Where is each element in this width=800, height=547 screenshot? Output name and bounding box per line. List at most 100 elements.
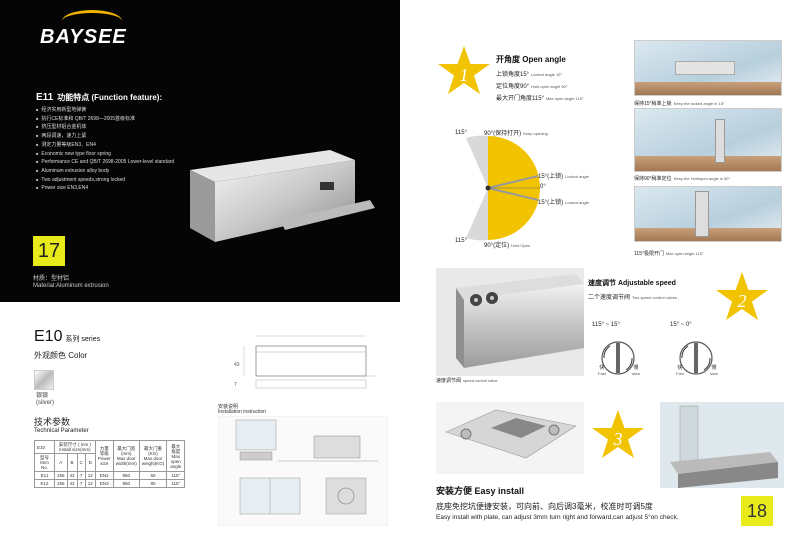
color-heading: 外观颜色 Color bbox=[34, 351, 88, 360]
feature-list: 经济实用新型地弹簧 执行CE标准和 QB/T 2698—2005首级标准 挤压型… bbox=[36, 106, 174, 193]
table-cell: 950 bbox=[112, 479, 140, 488]
photo-floor bbox=[635, 81, 781, 95]
angle-15-up: 15°(上锁)Locked angle bbox=[538, 171, 589, 180]
slow-cn: 慢 bbox=[711, 365, 717, 371]
angle-90-bottom-en: Hold Open bbox=[511, 243, 531, 248]
valve-dial-1-icon bbox=[601, 341, 635, 375]
feature-item: Aluminum extrusion alloy body bbox=[36, 167, 174, 176]
oa-line3-en: Max open angle 115° bbox=[545, 96, 584, 101]
tech-heading: 技术参数 Technical Parameter bbox=[34, 418, 89, 436]
table-cell: 80 bbox=[138, 479, 168, 488]
photo-cap-1-cn: 保持15°稍准上锁 bbox=[634, 101, 672, 107]
installed-device-image bbox=[660, 402, 784, 488]
angle-90-bottom: 90°(定位)Hold Open bbox=[484, 240, 530, 249]
table-row: E11 155 43 7 12 EN2 850 60 115° bbox=[34, 471, 186, 480]
angle-90-top-en: Keep opening bbox=[523, 131, 548, 136]
oa-line3-cn: 最大开门角度115° bbox=[496, 96, 544, 102]
oa-line2-en: Hold open angel 90° bbox=[531, 84, 568, 89]
open-angle-diagram bbox=[466, 135, 540, 241]
photo-max-115 bbox=[634, 186, 782, 242]
photo-cap-3-cn: 115°极限开门 bbox=[634, 251, 664, 257]
table-cell: 115° bbox=[166, 471, 186, 480]
table-cell: 43 bbox=[66, 479, 78, 488]
table-cell: 12 bbox=[84, 479, 96, 488]
swatch-label: 银银 (silver) bbox=[36, 393, 54, 407]
slow-cn: 慢 bbox=[633, 365, 639, 371]
col-c: C bbox=[76, 453, 86, 472]
feature-item: 挤压型材铝合金机体 bbox=[36, 123, 174, 132]
power-en: Power size bbox=[97, 456, 111, 466]
install-size-cn: 安装尺寸 ( mm ) bbox=[58, 442, 92, 447]
angle-15-down-en: Locked angle bbox=[565, 200, 589, 205]
open-angle-line-3: 最大开门角度115°Max open angle 115° bbox=[496, 93, 584, 102]
door-width-en: Max door width(mm) bbox=[115, 456, 137, 466]
table-cell: E11 bbox=[34, 471, 55, 480]
fast-en: Fast bbox=[676, 371, 684, 376]
angle-90-top-cn: 90°(保持打开) bbox=[484, 131, 522, 137]
col-b: B bbox=[66, 453, 78, 472]
tech-en: Technical Parameter bbox=[34, 428, 89, 434]
feature-item: Power size EN3,EN4 bbox=[36, 184, 174, 193]
door-width-head: 最大门宽(mm)Max door width(mm) bbox=[112, 440, 140, 472]
install-size-en: Install size(mm) bbox=[59, 447, 91, 452]
install-size-head: 安装尺寸 ( mm )Install size(mm) bbox=[54, 440, 96, 454]
brand-logo: BAYSEE bbox=[40, 26, 127, 48]
angle-15-up-en: Locked angle bbox=[565, 174, 589, 179]
table-cell: 115° bbox=[166, 479, 186, 488]
star-1-number: 1 bbox=[460, 65, 469, 85]
feature-item: 两段调速，速力上紧 bbox=[36, 132, 174, 141]
open-angle-en: Max open angle bbox=[170, 453, 182, 469]
speed-valve-image bbox=[436, 268, 584, 376]
table-row: E12 155 43 7 12 EN3 950 80 115° bbox=[34, 479, 186, 488]
material-en: Material:Aluminum extrusion bbox=[33, 283, 109, 289]
door-width-cn: 最大门宽(mm) bbox=[117, 446, 136, 456]
photo-device bbox=[675, 61, 735, 75]
table-cell: 60 bbox=[138, 471, 168, 480]
e11-model: E11 bbox=[36, 92, 54, 103]
col-d: D bbox=[84, 453, 96, 472]
dim-43: 43 bbox=[234, 362, 240, 368]
e10-series: 系列 series bbox=[65, 336, 101, 343]
table-cell: 850 bbox=[112, 471, 140, 480]
star-3-number: 3 bbox=[613, 429, 623, 449]
photo-hold-90 bbox=[634, 108, 782, 172]
feature-item: 经济实用新型地弹簧 bbox=[36, 106, 174, 115]
page-number-17: 17 bbox=[33, 236, 65, 266]
feature-title-text: 功能特点 (Function feature): bbox=[57, 93, 163, 102]
fast-cn: 快 bbox=[599, 365, 605, 371]
power-cn: 力量等级 bbox=[99, 446, 109, 456]
angle-90-top: 90°(保持打开)Keep opening bbox=[484, 128, 548, 137]
photo-cap-3-en: Max open angle 115° bbox=[665, 251, 704, 256]
install-plate-image bbox=[436, 402, 584, 474]
fast-en: Fast bbox=[598, 371, 606, 376]
table-cell: 43 bbox=[66, 471, 78, 480]
material-text: 材质：型材铝 Material:Aluminum extrusion bbox=[33, 276, 109, 290]
easy-install-heading: 安装方便 Easy install bbox=[436, 486, 525, 496]
feature-item: 执行CE标准和 QB/T 2698—2005首级标准 bbox=[36, 115, 174, 124]
feature-item: Performance CE and QB/T 2698-2005 Lower-… bbox=[36, 158, 174, 167]
install-cn: 安装说明 bbox=[218, 404, 239, 410]
feature-item: 测定力量等级EN3、EN4 bbox=[36, 141, 174, 150]
oa-line1-cn: 上锁角度15° bbox=[496, 72, 530, 78]
valve-cn: 速度调节阀 bbox=[436, 378, 462, 384]
logo-arc bbox=[62, 10, 122, 32]
slow-en: slow bbox=[710, 371, 719, 376]
dim-7: 7 bbox=[234, 382, 237, 388]
photo-locked-15 bbox=[634, 40, 782, 96]
install-instruction-label: 安装说明 Installation instruction bbox=[218, 405, 266, 415]
table-cell: 7 bbox=[76, 471, 86, 480]
star-2-number: 2 bbox=[738, 291, 747, 311]
star-1-icon: 1 bbox=[438, 46, 490, 94]
